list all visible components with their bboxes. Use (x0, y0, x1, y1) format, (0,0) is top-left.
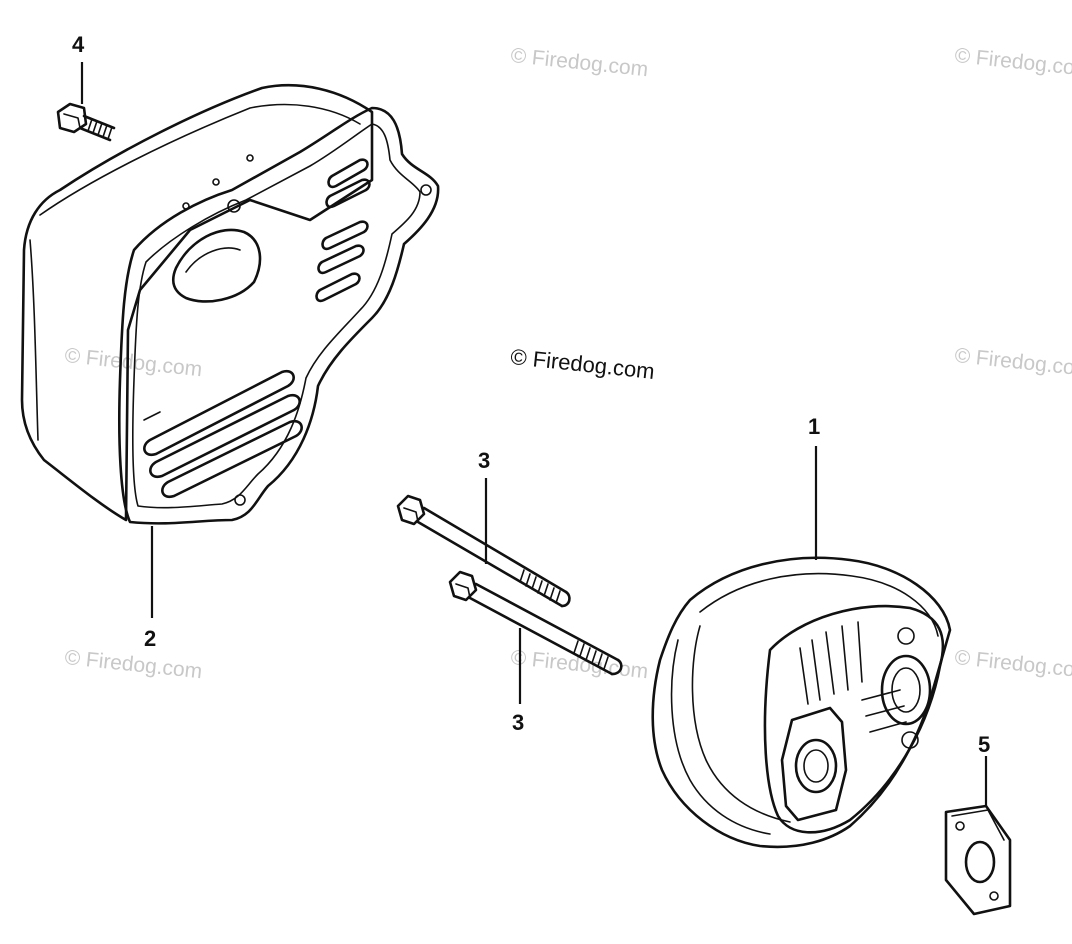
part-label-1: 1 (808, 414, 821, 439)
part-label-3-upper: 3 (478, 448, 491, 473)
muffler (651, 446, 952, 849)
flange-bolt (56, 62, 116, 142)
muffler-gasket (944, 756, 1012, 916)
stud-bolt-lower (448, 570, 623, 704)
part-label-4: 4 (72, 32, 85, 57)
part-label-3-lower: 3 (512, 710, 525, 735)
part-label-2: 2 (144, 626, 157, 651)
stud-bolt-upper (396, 478, 571, 608)
part-label-5: 5 (978, 732, 991, 757)
muffler-protector (20, 84, 440, 525)
